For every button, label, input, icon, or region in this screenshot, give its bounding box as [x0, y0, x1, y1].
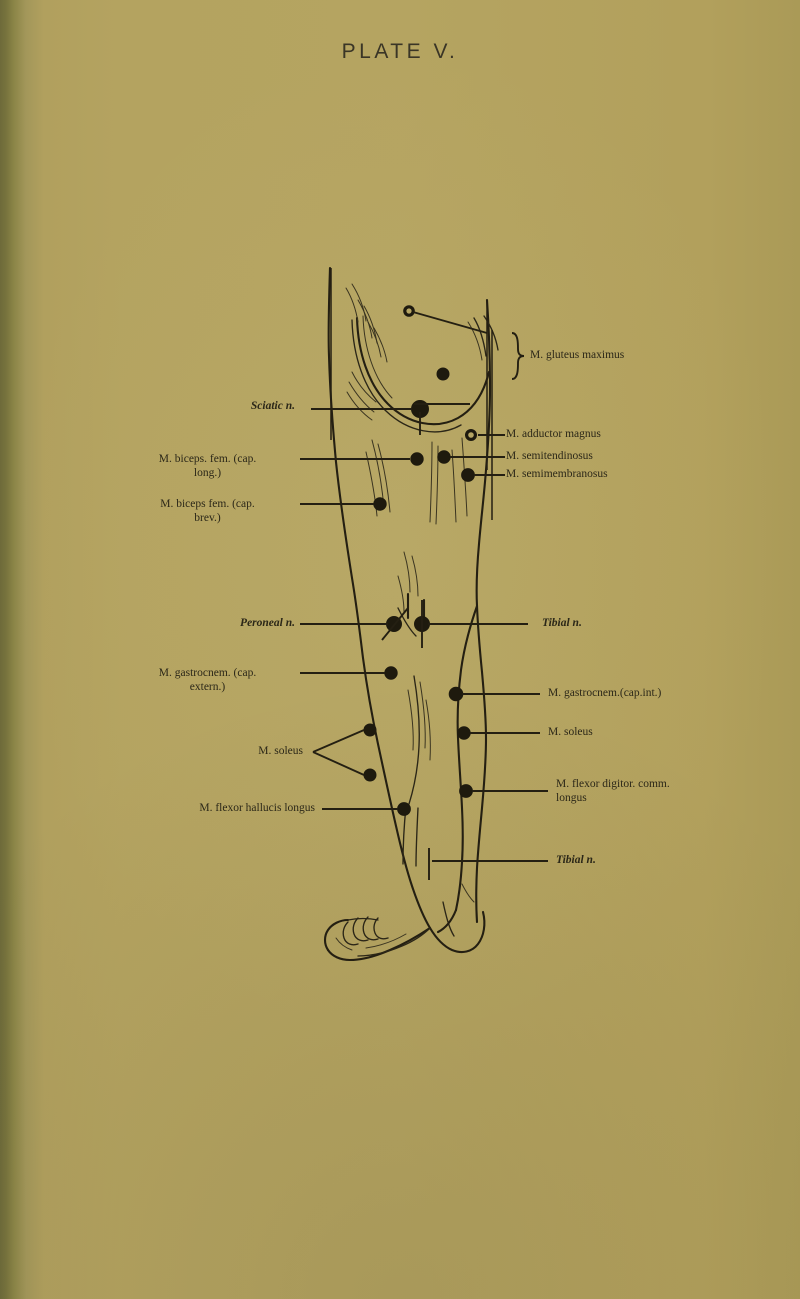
motor-point-soleus-left[interactable]: [312, 723, 377, 782]
label-m-gastrocnem-cap-int: M. gastrocnem.(cap.int.): [548, 687, 662, 699]
construction-lines: [330, 268, 493, 520]
motor-point-tibial-n-upper[interactable]: [414, 600, 529, 648]
label-sciatic-n: Sciatic n.: [250, 400, 295, 412]
motor-point-flexor-hallucis-longus[interactable]: [322, 802, 411, 816]
motor-point-soleus-right[interactable]: [457, 726, 540, 740]
label-m-soleus-left: M. soleus: [258, 745, 303, 757]
label-m-gluteus-maximus: M. gluteus maximus: [530, 349, 625, 361]
page-title: PLATE V.: [341, 40, 459, 63]
motor-point-sciatic-n[interactable]: [311, 400, 470, 436]
label-m-soleus-right: M. soleus: [548, 726, 593, 738]
label-tibial-n-lower: Tibial n.: [556, 854, 596, 866]
label-m-semimembranosus: M. semimembranosus: [506, 468, 608, 480]
motor-point-biceps-fem-cap-brev[interactable]: [300, 497, 387, 511]
motor-point-tibial-n-lower[interactable]: [428, 848, 548, 880]
brace-gluteus-maximus: [511, 332, 525, 380]
motor-point-flexor-digitorum-longus[interactable]: [459, 784, 548, 798]
motor-point-peroneal-n[interactable]: [300, 607, 409, 641]
label-m-adductor-magnus: M. adductor magnus: [506, 428, 601, 440]
label-m-semitendinosus: M. semitendinosus: [506, 450, 593, 462]
motor-point-biceps-fem-cap-long[interactable]: [300, 452, 424, 466]
label-m-gastrocnem-cap-extern: M. gastrocnem. (cap. extern.): [158, 667, 257, 693]
motor-point-gluteus-maximus[interactable]: [403, 305, 488, 334]
label-m-biceps-fem-cap-brev: M. biceps fem. (cap. brev.): [160, 498, 255, 524]
motor-point-gluteal-fold[interactable]: [436, 367, 450, 381]
motor-point-adductor-magnus[interactable]: [465, 429, 505, 442]
motor-point-semimembranosus[interactable]: [461, 468, 505, 482]
label-tibial-n-upper: Tibial n.: [542, 617, 582, 629]
motor-point-gastrocnemius-int[interactable]: [448, 686, 540, 702]
label-m-biceps-fem-cap-long: M. biceps. fem. (cap. long.): [158, 453, 257, 479]
label-m-flexor-digitor-comm-longus: M. flexor digitor. comm. longus: [556, 778, 670, 804]
leg-outline: [323, 266, 499, 962]
motor-point-semitendinosus[interactable]: [437, 450, 505, 464]
motor-point-gastrocnemius-extern[interactable]: [300, 666, 398, 680]
label-peroneal-n: Peroneal n.: [240, 617, 295, 629]
label-m-flexor-hallucis-longus: M. flexor hallucis longus: [199, 802, 315, 814]
